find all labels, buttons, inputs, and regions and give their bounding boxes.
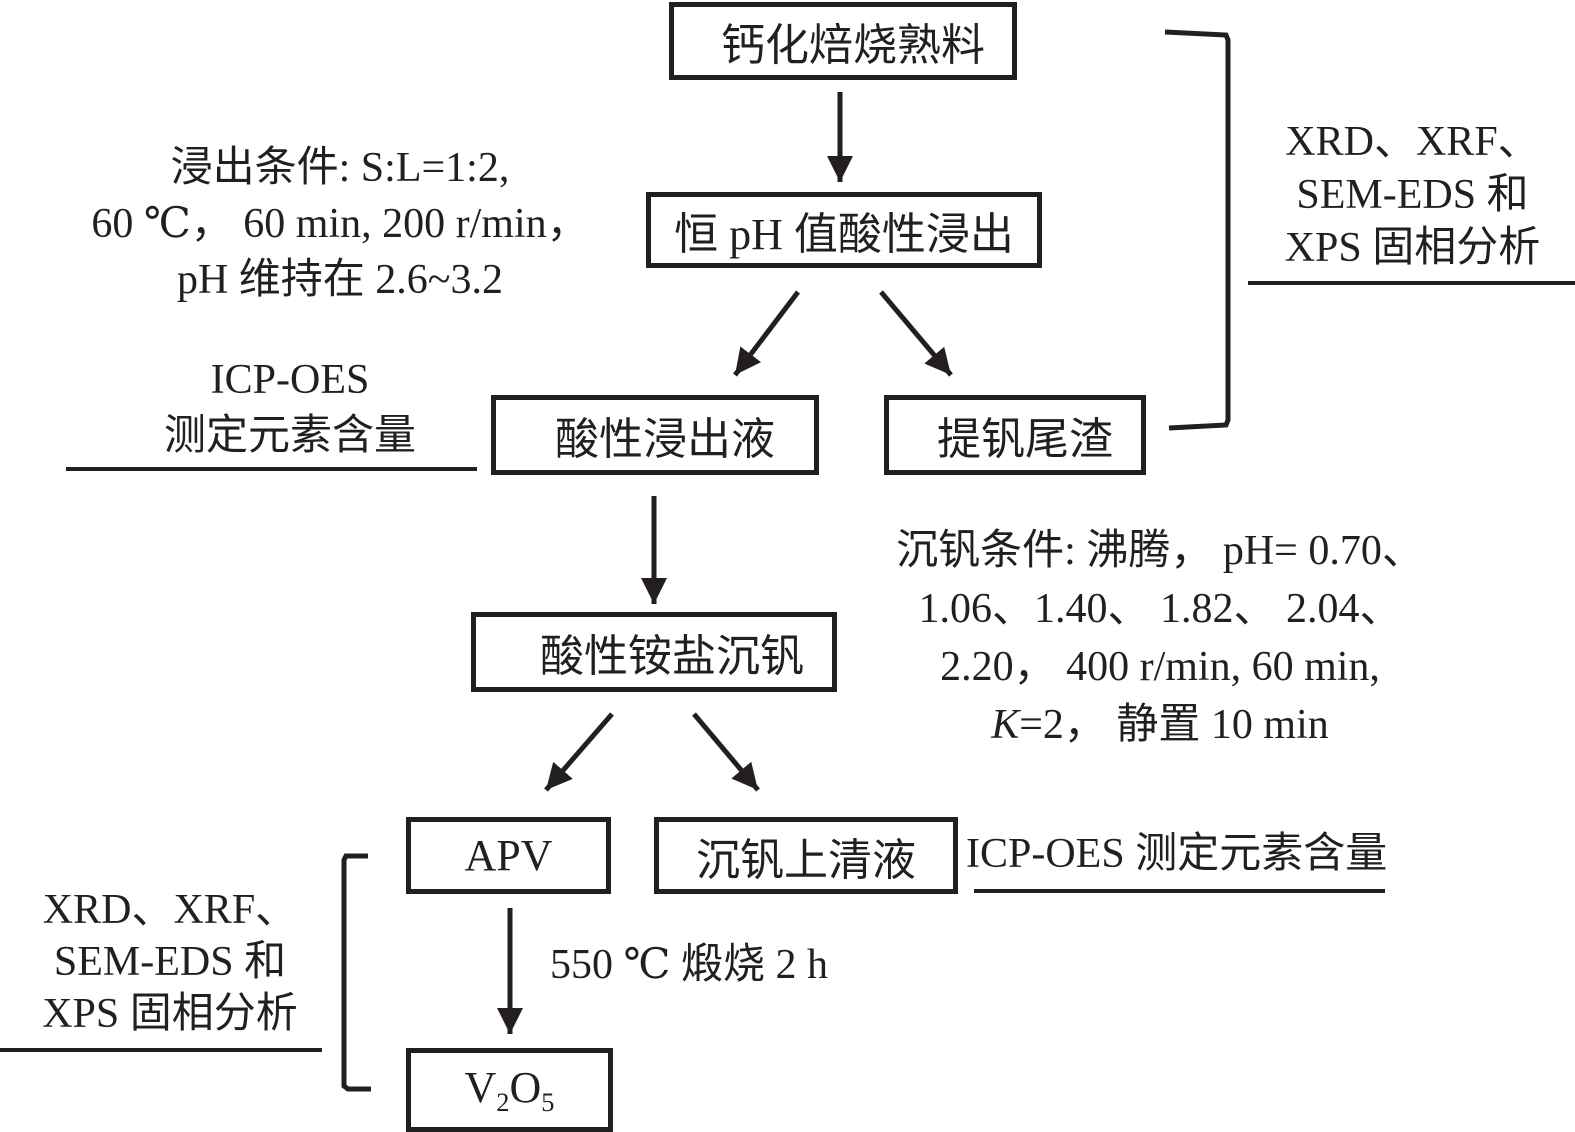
node-ammonium-precipitation: 酸性铵盐沉钒 <box>471 612 837 692</box>
icp-right-underline <box>974 889 1385 893</box>
precipitation-conditions-line-2: 1.06、1.40、 1.82、 2.04、 <box>918 586 1402 632</box>
precipitation-conditions-line-1: 沉钒条件: 沸腾， pH= 0.70、 <box>896 528 1424 574</box>
node-supernatant: 沉钒上清液 <box>654 817 958 894</box>
precipitation-conditions-line-4: K=2， 静置 10 min <box>860 696 1460 754</box>
icp-left-underline <box>66 467 477 471</box>
leaching-conditions-line-2: 60 ℃， 60 min, 200 r/min， <box>91 201 589 247</box>
v2o5-o: O <box>509 1062 542 1112</box>
solid-analysis-right-line-2: SEM-EDS 和 <box>1296 172 1529 218</box>
v2o5-sub-2: 2 <box>496 1087 510 1118</box>
k-symbol: K <box>991 702 1020 748</box>
precipitation-conditions-line-3: 2.20， 400 r/min, 60 min, <box>940 644 1380 690</box>
arrow-leaching-to-tailings <box>879 290 953 377</box>
solid-analysis-left-line-3: XPS 固相分析 <box>42 991 298 1037</box>
node-acid-leachate: 酸性浸出液 <box>491 395 819 475</box>
leaching-conditions-line-3: pH 维持在 2.6~3.2 <box>176 257 504 303</box>
node-apv: APV <box>406 817 611 894</box>
solid-analysis-right-line-1: XRD、XRF、 <box>1285 119 1540 165</box>
arrow-leaching-to-leachate <box>733 290 800 377</box>
icp-left-line-1: ICP-OES <box>210 357 370 403</box>
node-acid-leachate-label: 酸性浸出液 <box>555 415 775 464</box>
icp-left-note: ICP-OES 测定元素含量 <box>100 352 480 464</box>
solid-analysis-left-note: XRD、XRF、 SEM-EDS 和 XPS 固相分析 <box>10 884 330 1040</box>
solid-analysis-right-note: XRD、XRF、 SEM-EDS 和 XPS 固相分析 <box>1250 116 1575 275</box>
node-constant-ph-leaching: 恒 pH 值酸性浸出 <box>646 192 1042 268</box>
arrow-precipitation-to-supernatant <box>692 712 760 792</box>
node-constant-ph-leaching-label: 恒 pH 值酸性浸出 <box>674 210 1014 259</box>
solid-analysis-left-line-1: XRD、XRF、 <box>42 887 298 933</box>
precipitation-conditions-note: 沉钒条件: 沸腾， pH= 0.70、 1.06、1.40、 1.82、 2.0… <box>860 522 1460 754</box>
node-apv-label: APV <box>464 831 553 880</box>
icp-right-note: ICP-OES 测定元素含量 <box>966 831 1388 877</box>
node-vanadium-tailings: 提钒尾渣 <box>884 395 1146 475</box>
bracket-right-solids <box>1164 29 1231 431</box>
arrow-precipitation-to-apv <box>544 712 614 792</box>
node-v2o5: V2O5 <box>406 1048 613 1132</box>
solid-analysis-left-line-2: SEM-EDS 和 <box>53 939 287 985</box>
node-ammonium-precipitation-label: 酸性铵盐沉钒 <box>540 632 804 681</box>
k-rest: =2， 静置 10 min <box>1019 702 1329 748</box>
bracket-left-products <box>341 853 371 1092</box>
solid-analysis-right-line-3: XPS 固相分析 <box>1284 225 1541 271</box>
node-calcified-clinker: 钙化焙烧熟料 <box>669 2 1017 80</box>
node-vanadium-tailings-label: 提钒尾渣 <box>937 415 1113 464</box>
leaching-conditions-line-1: 浸出条件: S:L=1:2, <box>170 145 510 191</box>
v2o5-v: V <box>464 1062 497 1112</box>
solid-analysis-left-underline <box>0 1048 322 1052</box>
leaching-conditions-note: 浸出条件: S:L=1:2, 60 ℃， 60 min, 200 r/min， … <box>60 140 620 308</box>
v2o5-sub-5: 5 <box>541 1087 555 1118</box>
node-v2o5-label: V2O5 <box>465 1062 555 1118</box>
node-calcified-clinker-label: 钙化焙烧熟料 <box>721 21 985 70</box>
node-supernatant-label: 沉钒上清液 <box>696 835 916 885</box>
icp-left-line-2: 测定元素含量 <box>163 413 416 459</box>
calcination-note: 550 ℃ 煅烧 2 h <box>550 942 828 988</box>
solid-analysis-right-underline <box>1248 281 1575 285</box>
